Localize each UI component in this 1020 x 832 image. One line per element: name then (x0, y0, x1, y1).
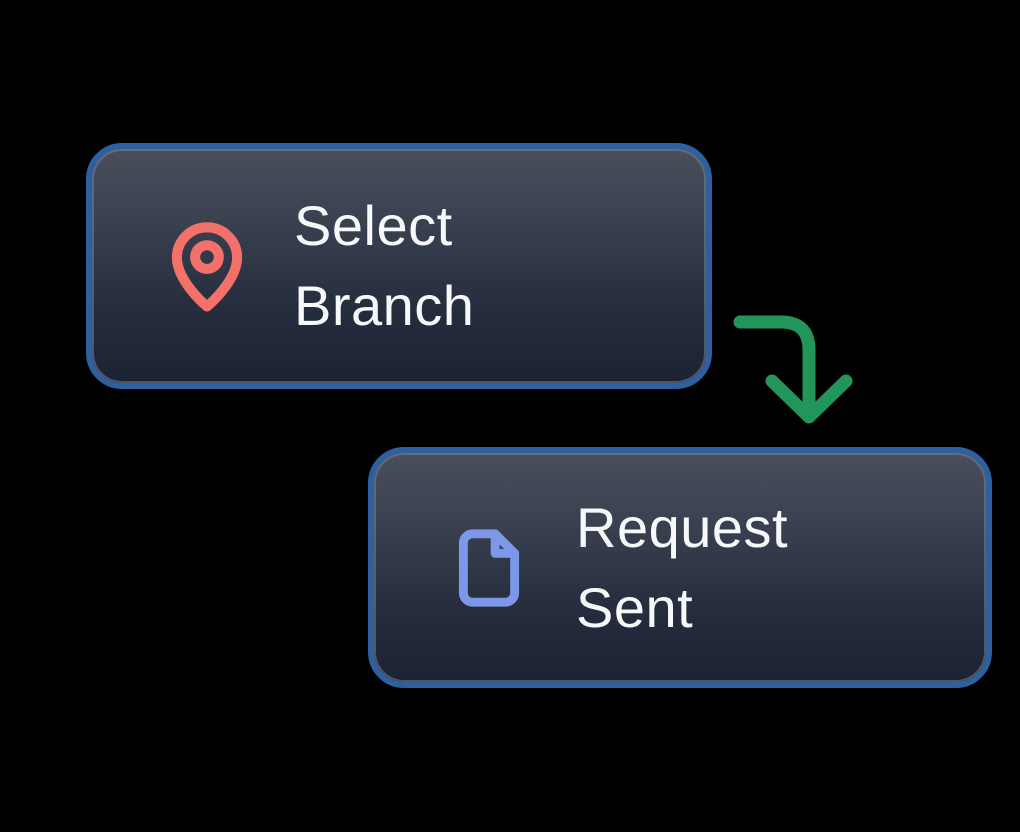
flow-node-request-sent[interactable]: Request Sent (368, 447, 992, 688)
node-label-select-branch: Select Branch (294, 186, 474, 346)
node-label-request-sent: Request Sent (576, 488, 788, 648)
node-label-line: Branch (294, 274, 475, 337)
flow-node-select-branch[interactable]: Select Branch (86, 143, 712, 389)
node-label-line: Sent (576, 575, 694, 639)
node-label-line: Request (576, 495, 789, 559)
node-label-line: Select (294, 194, 453, 257)
location-pin-icon (164, 217, 250, 315)
document-icon (446, 519, 532, 617)
